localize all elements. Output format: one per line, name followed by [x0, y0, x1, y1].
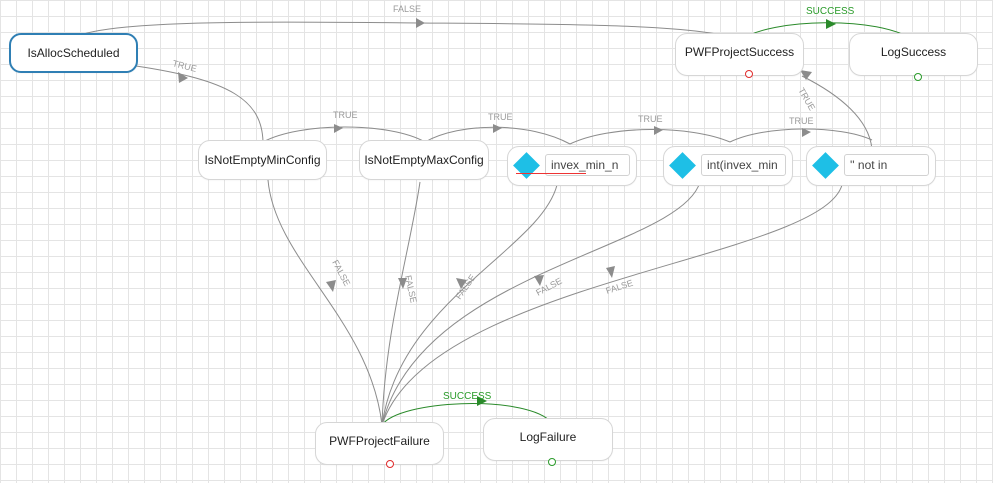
spellcheck-underline [516, 171, 586, 174]
edge-false-not-in-to-failure [381, 184, 843, 426]
edge-label-true: TRUE [789, 116, 814, 126]
node-pwf-project-success[interactable]: PWFProjectSuccess [675, 33, 804, 78]
expression-field[interactable]: int(invex_min [701, 154, 786, 176]
edge-arrow [416, 18, 425, 28]
edge-true-not-in-to-success [801, 75, 873, 151]
node-label: IsNotEmptyMinConfig [204, 153, 321, 167]
edge-label-success: SUCCESS [443, 391, 492, 402]
edge-arrow [606, 266, 615, 278]
edge-true-expr-min-to-int [569, 129, 731, 145]
edge-arrow [456, 278, 467, 289]
edge-false-expr-min-to-failure [381, 184, 558, 426]
diamond-icon [513, 152, 540, 179]
edge-label-true: TRUE [488, 112, 513, 122]
edge-label-false: FALSE [403, 274, 419, 303]
node-label: PWFProjectFailure [329, 433, 430, 448]
edge-arrow [326, 280, 336, 292]
edge-arrow [802, 128, 811, 137]
edge-true-min-to-max [262, 126, 426, 143]
edge-arrow [493, 124, 502, 133]
edge-false-alloc-to-success [72, 21, 742, 41]
failure-port-icon[interactable] [386, 460, 394, 468]
edge-success-bottom [381, 403, 550, 426]
edge-label-false: FALSE [605, 278, 635, 296]
edge-arrow [398, 278, 407, 289]
edge-label-success: SUCCESS [806, 6, 855, 17]
node-expression-min[interactable]: invex_min_n [507, 146, 637, 186]
failure-port-icon[interactable] [745, 70, 753, 78]
edge-false-max-to-failure [381, 181, 421, 426]
diamond-icon [669, 152, 696, 179]
edge-label-true: TRUE [796, 86, 817, 112]
edge-label-true: TRUE [638, 114, 663, 124]
node-label: IsAllocScheduled [27, 46, 120, 60]
success-port-icon[interactable] [914, 73, 922, 81]
edge-arrow [826, 19, 836, 29]
node-is-not-empty-max-config[interactable]: IsNotEmptyMaxConfig [359, 140, 489, 180]
expression-field[interactable]: invex_min_n [545, 154, 630, 176]
edge-label-false: FALSE [393, 4, 421, 14]
edge-arrow [178, 72, 188, 83]
node-expression-not-in[interactable]: '' not in [806, 146, 936, 186]
node-expression-int[interactable]: int(invex_min [663, 146, 793, 186]
edge-arrow [477, 396, 487, 406]
edge-arrow [334, 124, 343, 133]
node-log-failure[interactable]: LogFailure [483, 418, 613, 466]
edge-false-min-to-failure [267, 179, 383, 426]
node-label: LogSuccess [880, 44, 947, 59]
edge-true-int-to-not-in [729, 128, 873, 143]
node-log-success[interactable]: LogSuccess [849, 33, 978, 81]
edge-arrow [654, 126, 663, 135]
edge-true-alloc-to-min [135, 65, 264, 143]
node-pwf-project-failure[interactable]: PWFProjectFailure [315, 422, 444, 468]
edge-arrow [800, 70, 812, 80]
node-is-alloc-scheduled[interactable]: IsAllocScheduled [9, 33, 138, 73]
edge-label-false: FALSE [453, 272, 477, 301]
edge-false-int-to-failure [381, 181, 701, 426]
node-label: PWFProjectSuccess [684, 44, 795, 59]
edge-arrow [534, 275, 544, 286]
edge-label-true: TRUE [172, 58, 198, 74]
node-label: IsNotEmptyMaxConfig [364, 153, 484, 167]
edge-label-true: TRUE [333, 110, 358, 120]
diamond-icon [812, 152, 839, 179]
expression-field[interactable]: '' not in [844, 154, 929, 176]
success-port-icon[interactable] [548, 458, 556, 466]
node-label: LogFailure [519, 429, 577, 444]
node-is-not-empty-min-config[interactable]: IsNotEmptyMinConfig [198, 140, 327, 180]
